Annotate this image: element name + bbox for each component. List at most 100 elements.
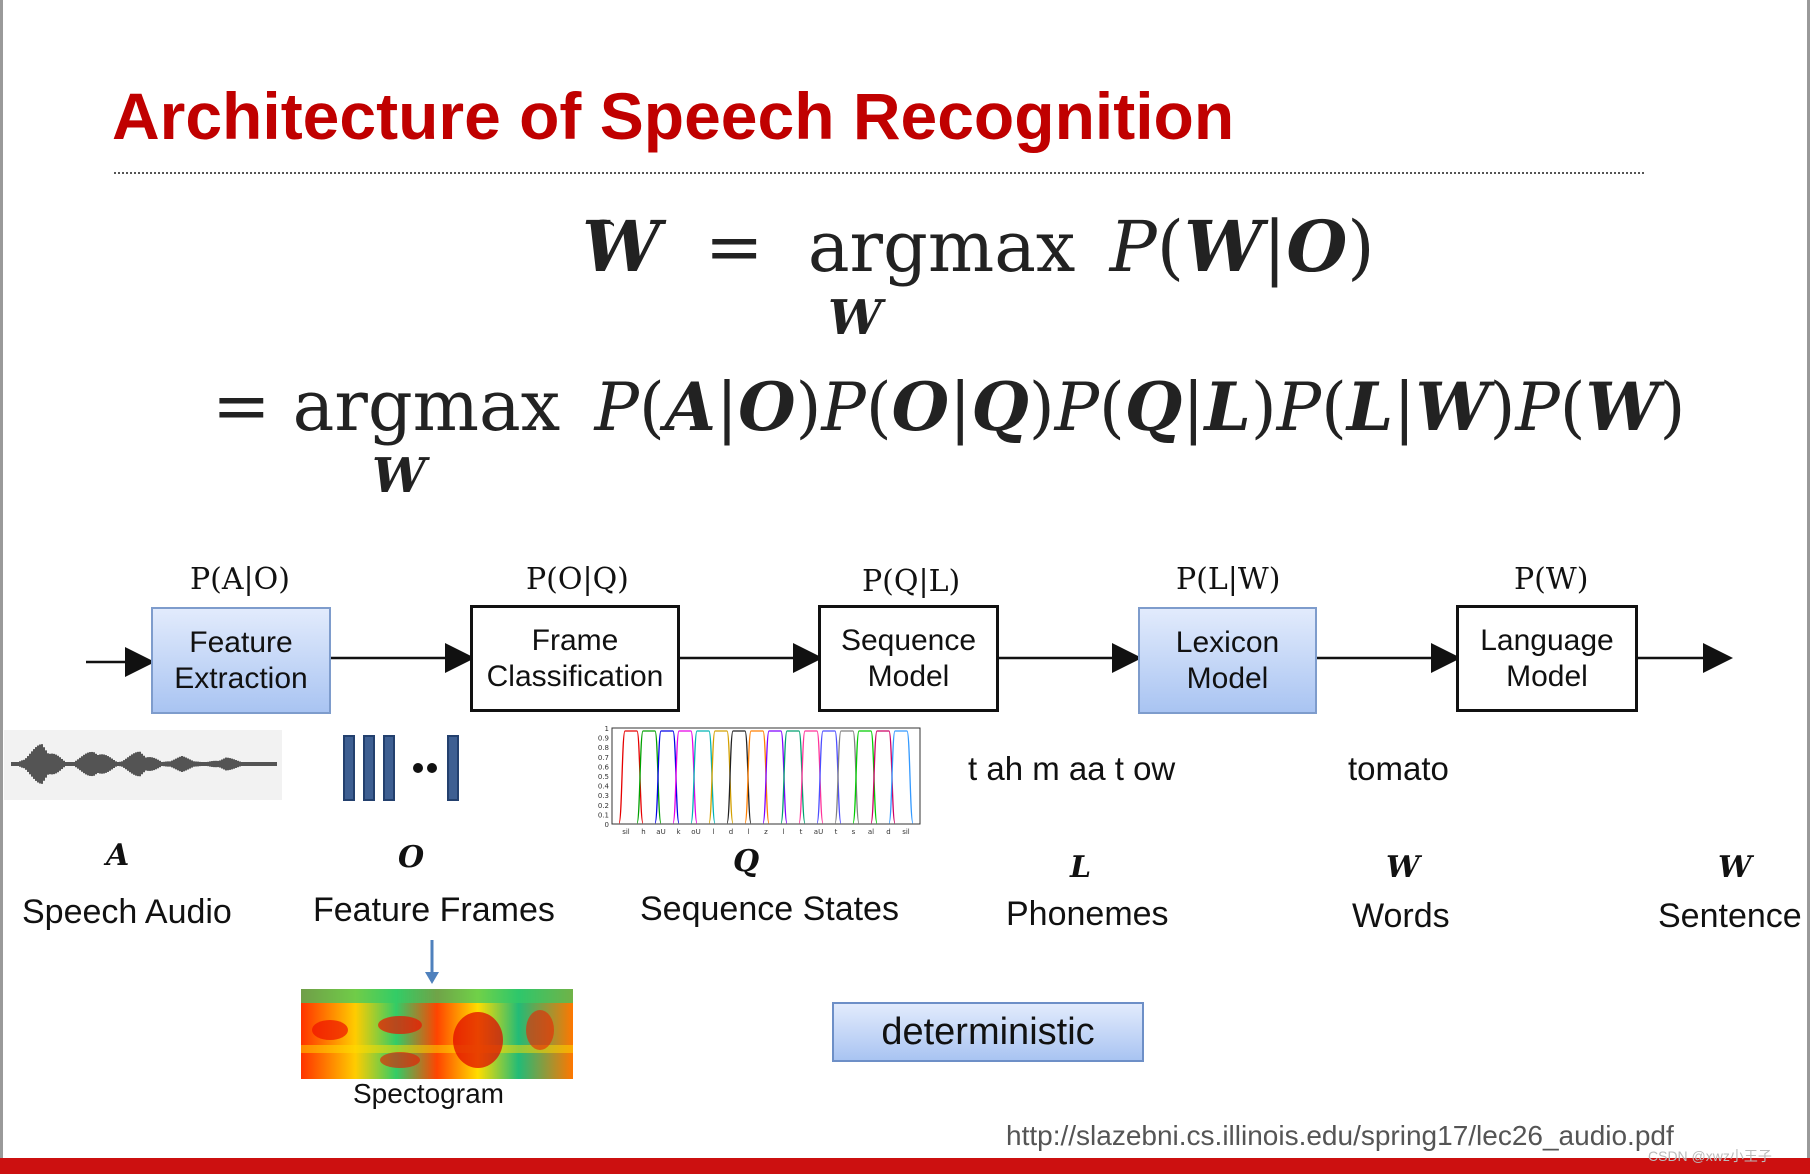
state-plot-x-tick: k [676,828,681,836]
state-posterior-curve [816,730,842,824]
var-symbol-sequence-states: Q [733,844,760,879]
state-posterior-curve [834,730,860,824]
frame-classification-box: Frame Classification [470,605,680,712]
state-plot-x-tick: h [641,828,645,836]
state-plot-y-tick: 0.2 [598,802,609,810]
state-posterior-curve [636,730,662,824]
state-plot-y-tick: 0 [605,821,609,829]
state-posterior-curve [780,730,806,824]
state-plot-x-tick: oU [691,828,700,836]
state-plot-x-tick: sil [622,828,630,836]
deterministic-box: deterministic [832,1002,1144,1062]
state-plot-x-tick: aU [656,828,665,836]
state-posterior-curve [618,730,644,824]
state-plot-axes [611,727,921,825]
state-posterior-curve [726,730,752,824]
equation-line-2: =argmax P(A|O)P(O|Q)P(Q|L)P(L|W)P(W) [212,365,1686,447]
var-symbol-feature-frames: O [398,840,425,875]
label-feature-frames: Feature Frames [313,891,555,929]
prob-frame-classification: P(O|Q) [526,562,629,597]
frame-bar [363,735,375,801]
state-posterior-curve [654,730,680,824]
state-plot-y-tick: 0.1 [598,811,609,819]
state-plot-y-tick: 0.5 [598,773,609,781]
state-plot-x-tick: aU [814,828,823,836]
label-sentence: Sentence [1658,897,1802,935]
feature-extraction-box: Feature Extraction [151,607,331,714]
state-posterior-curve [762,730,788,824]
state-plot-x-tick: d [886,828,890,836]
state-plot-y-tick: 0.9 [598,735,609,743]
w-hat: ⌢ W [582,197,661,288]
phonemes-sample: t ah m aa t ow [968,750,1176,787]
state-plot-x-tick: sil [902,828,910,836]
label-words: Words [1352,897,1450,935]
state-posterior-curve [798,730,824,824]
state-plot-x-tick: z [764,828,768,836]
state-plot-y-tick: 0.4 [598,783,610,791]
state-posterior-curve [744,730,770,824]
watermark: CSDN @xwz小王子 [1648,1148,1772,1164]
speech-waveform [11,744,277,784]
ellipsis-dot [427,763,437,773]
equation-line-2-terms: P(A|O)P(O|Q)P(Q|L)P(L|W)P(W) [583,368,1686,446]
frame-bar [343,735,355,801]
hat-accent: ⌢ [590,197,617,243]
state-plot-x-tick: d [729,828,733,836]
state-posterior-curve [852,730,878,824]
down-arrow-head [425,972,439,984]
ellipsis-dot [413,763,423,773]
state-plot-x-tick: t [835,828,838,836]
label-sequence-states: Sequence States [640,890,899,928]
state-plot-x-tick: l [748,828,750,836]
spectrogram [301,989,573,1079]
state-plot-y-tick: 0.3 [598,792,609,800]
state-plot-x-tick: l [783,828,785,836]
probability-term: P(A|O) [594,368,822,446]
prob-language-model: P(W) [1514,562,1589,597]
label-speech-audio: Speech Audio [22,893,232,931]
state-plot-y-tick: 0.7 [598,754,609,762]
source-url: http://slazebni.cs.illinois.edu/spring17… [1006,1120,1674,1151]
state-posterior-curve [888,730,914,824]
state-plot-x-tick: s [852,828,856,836]
state-posterior-curve [672,730,698,824]
label-phonemes: Phonemes [1006,895,1169,933]
sequence-state-plot: 1 0.90.8 0.70.6 0.5 0.40.3 0.20.1 0 sil h aU k oU l d… [598,725,921,836]
probability-term: P(W) [1515,368,1686,446]
state-plot-x-tick: al [868,828,874,836]
state-posterior-curve [870,730,896,824]
spectrogram-label: Spectogram [353,1078,504,1109]
language-model-box: Language Model [1456,605,1638,712]
prob-lexicon-model: P(L|W) [1176,562,1281,597]
word-sample: tomato [1348,750,1449,787]
state-posterior-curve [690,730,716,824]
bottom-bar [0,1158,1810,1174]
sequence-model-box: Sequence Model [818,605,999,712]
state-plot-y-tick: 0.6 [598,763,610,771]
var-symbol-speech-audio: A [106,838,130,873]
title-divider [114,172,1644,174]
slide-right-border [1807,0,1810,1174]
probability-term: P(O|Q) [821,368,1055,446]
state-plot-x-tick: l [713,828,715,836]
equation-line-2-subscript: W [372,448,426,504]
equation-line-1: ⌢ W = argmax P(W|O) [582,197,1375,288]
var-symbol-sentence: W [1718,850,1752,885]
slide-left-border [0,0,3,1174]
prob-sequence-model: P(Q|L) [862,564,961,599]
state-plot-y-tick: 1 [605,725,609,733]
state-plot-y-tick: 0.8 [598,744,609,752]
frame-bar [447,735,459,801]
lexicon-model-box: Lexicon Model [1138,607,1317,714]
equation-line-1-subscript: W [828,290,882,346]
state-plot-x-tick: t [800,828,803,836]
var-symbol-words: W [1386,850,1420,885]
probability-term: P(Q|L) [1054,368,1277,446]
var-symbol-phonemes: L [1070,850,1092,885]
frame-bar [383,735,395,801]
probability-term: P(L|W) [1276,368,1516,446]
prob-feature-extraction: P(A|O) [190,562,290,597]
